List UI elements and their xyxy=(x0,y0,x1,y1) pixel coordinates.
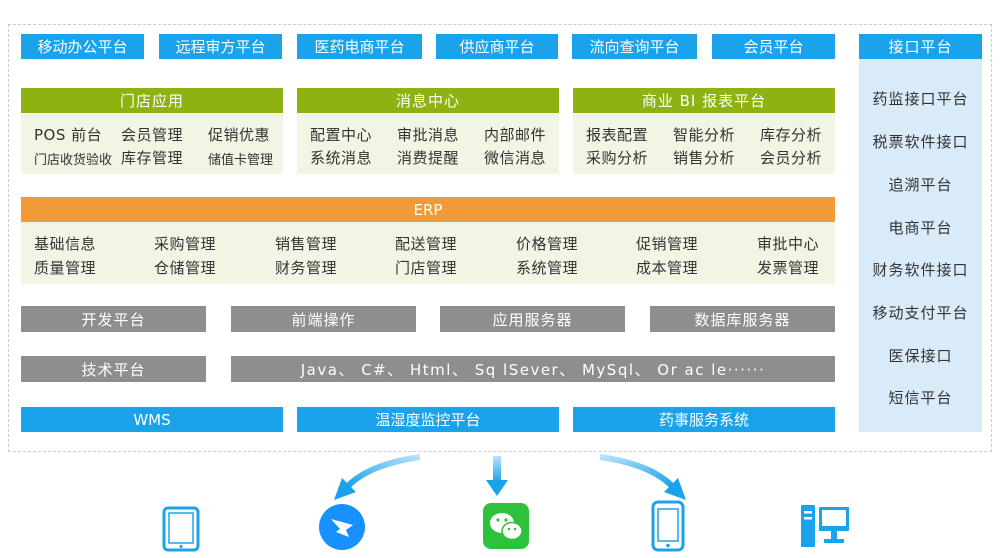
tech-platform-bar[interactable]: 技术平台 xyxy=(21,356,206,382)
message-center-panel: 消息中心 配置中心 审批消息 内部邮件 系统消息 消费提醒 微信消息 xyxy=(297,88,559,174)
erp-item[interactable]: 发票管理 xyxy=(757,259,820,277)
dingtalk-icon xyxy=(319,504,365,550)
erp-title: ERP xyxy=(21,197,835,222)
erp-item[interactable]: 门店管理 xyxy=(395,259,458,277)
erp-item[interactable]: 系统管理 xyxy=(516,259,579,277)
distribution-arrows xyxy=(334,454,686,500)
interface-item[interactable]: 移动支付平台 xyxy=(872,304,969,322)
interface-platform-column: 接口平台 药监接口平台 税票软件接口 追溯平台 电商平台 财务软件接口 移动支付… xyxy=(859,34,982,432)
store-app-item[interactable]: 会员管理 xyxy=(121,126,184,144)
erp-item[interactable]: 采购管理 xyxy=(154,235,217,253)
top-platform-mobile-office[interactable]: 移动办公平台 xyxy=(21,34,144,59)
erp-item[interactable]: 成本管理 xyxy=(636,259,699,277)
top-platform-remote-prescription[interactable]: 远程审方平台 xyxy=(159,34,282,59)
mobile-phone-icon xyxy=(651,500,685,552)
erp-item[interactable]: 销售管理 xyxy=(275,235,338,253)
erp-panel: ERP 基础信息 采购管理 销售管理 配送管理 价格管理 促销管理 审批中心 质… xyxy=(21,197,835,284)
erp-item[interactable]: 质量管理 xyxy=(34,259,97,277)
store-app-item[interactable]: POS 前台 xyxy=(34,126,103,144)
erp-item[interactable]: 仓储管理 xyxy=(154,259,217,277)
store-app-item[interactable]: 库存管理 xyxy=(121,149,184,167)
store-app-item[interactable]: 门店收货验收 xyxy=(34,153,113,168)
tech-stack-bar: Java、 C#、 Html、 Sq lSever、 MySql、 Or ac … xyxy=(231,356,835,382)
top-platform-supplier[interactable]: 供应商平台 xyxy=(436,34,558,59)
erp-item[interactable]: 配送管理 xyxy=(395,235,458,253)
top-platform-flow-query[interactable]: 流向查询平台 xyxy=(572,34,697,59)
interface-item[interactable]: 医保接口 xyxy=(888,347,953,365)
message-center-item[interactable]: 消费提醒 xyxy=(397,149,460,167)
bi-report-item[interactable]: 智能分析 xyxy=(673,126,736,144)
message-center-item[interactable]: 微信消息 xyxy=(484,149,547,167)
desktop-computer-icon xyxy=(801,505,849,547)
store-app-title: 门店应用 xyxy=(21,88,283,113)
interface-item[interactable]: 短信平台 xyxy=(888,389,953,407)
tablet-icon xyxy=(162,506,200,552)
bi-report-title: 商业 BI 报表平台 xyxy=(573,88,835,113)
bi-report-item[interactable]: 会员分析 xyxy=(760,149,823,167)
bi-report-item[interactable]: 报表配置 xyxy=(586,126,649,144)
frontend-ops-bar[interactable]: 前端操作 xyxy=(231,306,416,332)
interface-item[interactable]: 税票软件接口 xyxy=(872,133,969,151)
message-center-item[interactable]: 系统消息 xyxy=(310,149,373,167)
erp-item[interactable]: 促销管理 xyxy=(636,235,699,253)
message-center-title: 消息中心 xyxy=(297,88,559,113)
message-center-item[interactable]: 内部邮件 xyxy=(484,126,547,144)
bi-report-item[interactable]: 销售分析 xyxy=(673,149,736,167)
erp-item[interactable]: 价格管理 xyxy=(516,235,579,253)
pharmacy-service-button[interactable]: 药事服务系统 xyxy=(573,407,835,432)
store-app-item[interactable]: 储值卡管理 xyxy=(208,153,274,168)
interface-item[interactable]: 药监接口平台 xyxy=(872,90,969,108)
interface-item[interactable]: 追溯平台 xyxy=(888,176,953,194)
top-platform-member[interactable]: 会员平台 xyxy=(712,34,835,59)
interface-item[interactable]: 电商平台 xyxy=(888,219,953,237)
app-server-bar[interactable]: 应用服务器 xyxy=(440,306,625,332)
store-app-item[interactable]: 促销优惠 xyxy=(208,126,271,144)
erp-item[interactable]: 审批中心 xyxy=(757,235,820,253)
message-center-item[interactable]: 审批消息 xyxy=(397,126,460,144)
erp-item[interactable]: 财务管理 xyxy=(275,259,338,277)
store-app-panel: 门店应用 POS 前台 会员管理 促销优惠 门店收货验收 库存管理 储值卡管理 xyxy=(21,88,283,174)
erp-item[interactable]: 基础信息 xyxy=(34,235,97,253)
interface-platform-title: 接口平台 xyxy=(859,34,982,59)
bi-report-panel: 商业 BI 报表平台 报表配置 智能分析 库存分析 采购分析 销售分析 会员分析 xyxy=(573,88,835,174)
temp-humidity-monitor-button[interactable]: 温湿度监控平台 xyxy=(297,407,559,432)
wms-button[interactable]: WMS xyxy=(21,407,283,432)
bi-report-item[interactable]: 库存分析 xyxy=(760,126,823,144)
wechat-icon xyxy=(483,503,529,549)
top-platform-pharma-ecommerce[interactable]: 医药电商平台 xyxy=(297,34,422,59)
architecture-frame xyxy=(8,24,992,452)
left-arrow-icon xyxy=(334,454,421,500)
dev-platform-bar[interactable]: 开发平台 xyxy=(21,306,206,332)
message-center-item[interactable]: 配置中心 xyxy=(310,126,373,144)
right-arrow-icon xyxy=(599,454,686,500)
down-arrow-icon xyxy=(486,456,508,496)
db-server-bar[interactable]: 数据库服务器 xyxy=(650,306,835,332)
interface-item[interactable]: 财务软件接口 xyxy=(872,261,969,279)
bi-report-item[interactable]: 采购分析 xyxy=(586,149,649,167)
